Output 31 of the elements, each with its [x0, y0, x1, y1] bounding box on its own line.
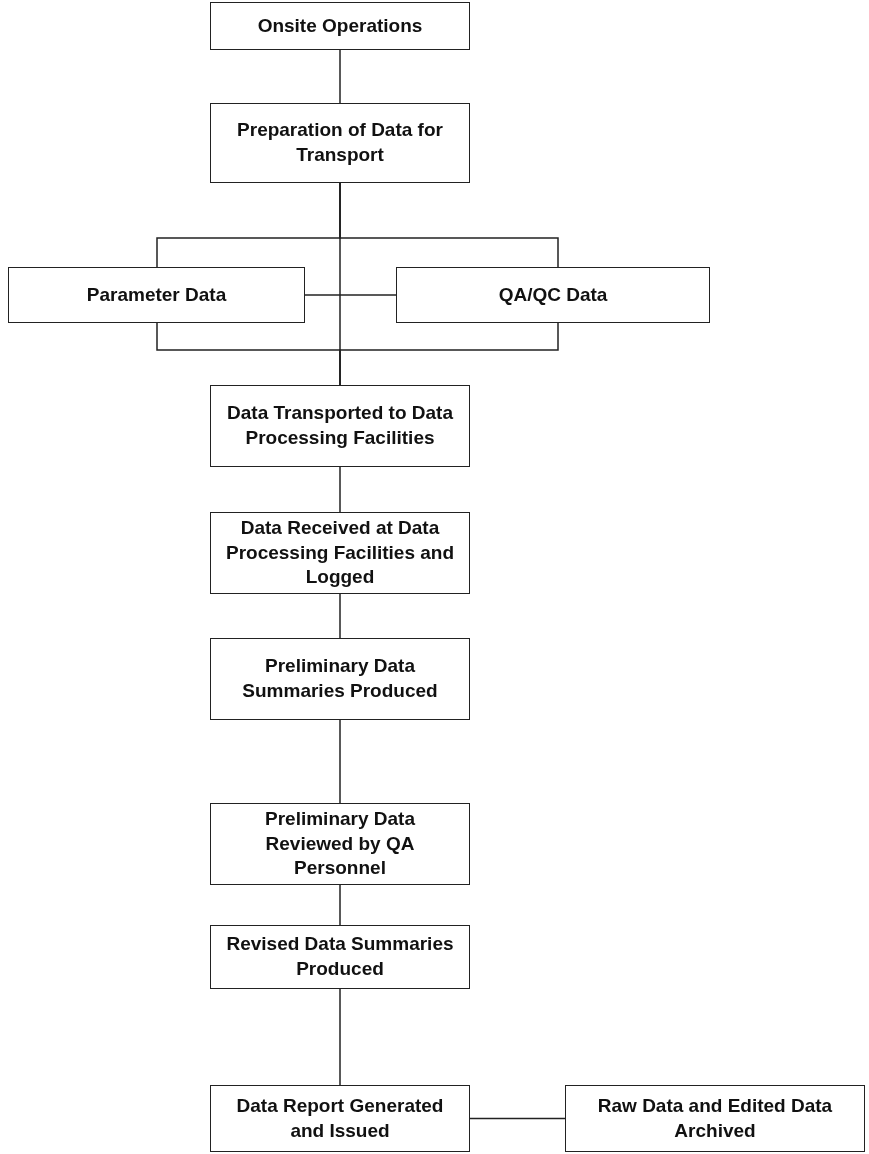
- connector-line: [304, 294, 397, 296]
- box-label: Preparation of Data for Transport: [236, 118, 444, 167]
- connector-line: [339, 884, 341, 926]
- process-box: [396, 267, 710, 323]
- box-label: QA/QC Data: [498, 282, 608, 307]
- box-label: Data Transported to Data Processing Facilities: [226, 401, 454, 450]
- process-box: [210, 512, 470, 594]
- process-box: [210, 103, 470, 183]
- process-box: [210, 925, 470, 989]
- box-label: Raw Data and Edited Data Archived: [596, 1093, 834, 1143]
- connector-line: [339, 593, 341, 639]
- box-label: Preliminary Data Reviewed by QA Personnel: [264, 806, 416, 881]
- connector-line: [339, 49, 341, 104]
- process-box: [8, 267, 305, 323]
- box-label: Revised Data Summaries Produced: [225, 932, 455, 981]
- process-box: [565, 1085, 865, 1152]
- process-box: [210, 803, 470, 885]
- connector-line: [469, 1117, 566, 1120]
- connector-line: [339, 719, 341, 804]
- process-box: [210, 1085, 470, 1152]
- process-box: [210, 385, 470, 467]
- box-label: Parameter Data: [86, 282, 227, 307]
- connector-line: [339, 988, 341, 1086]
- box-label: Data Received at Data Processing Facilities and Logged: [224, 515, 456, 590]
- box-label: Data Report Generated and Issued: [235, 1093, 445, 1143]
- box-label: Preliminary Data Summaries Produced: [241, 654, 439, 703]
- process-box: [210, 2, 470, 50]
- box-label: Onsite Operations: [257, 13, 423, 38]
- connector-line: [339, 322, 559, 386]
- connector-line: [339, 466, 341, 513]
- process-box: [210, 638, 470, 720]
